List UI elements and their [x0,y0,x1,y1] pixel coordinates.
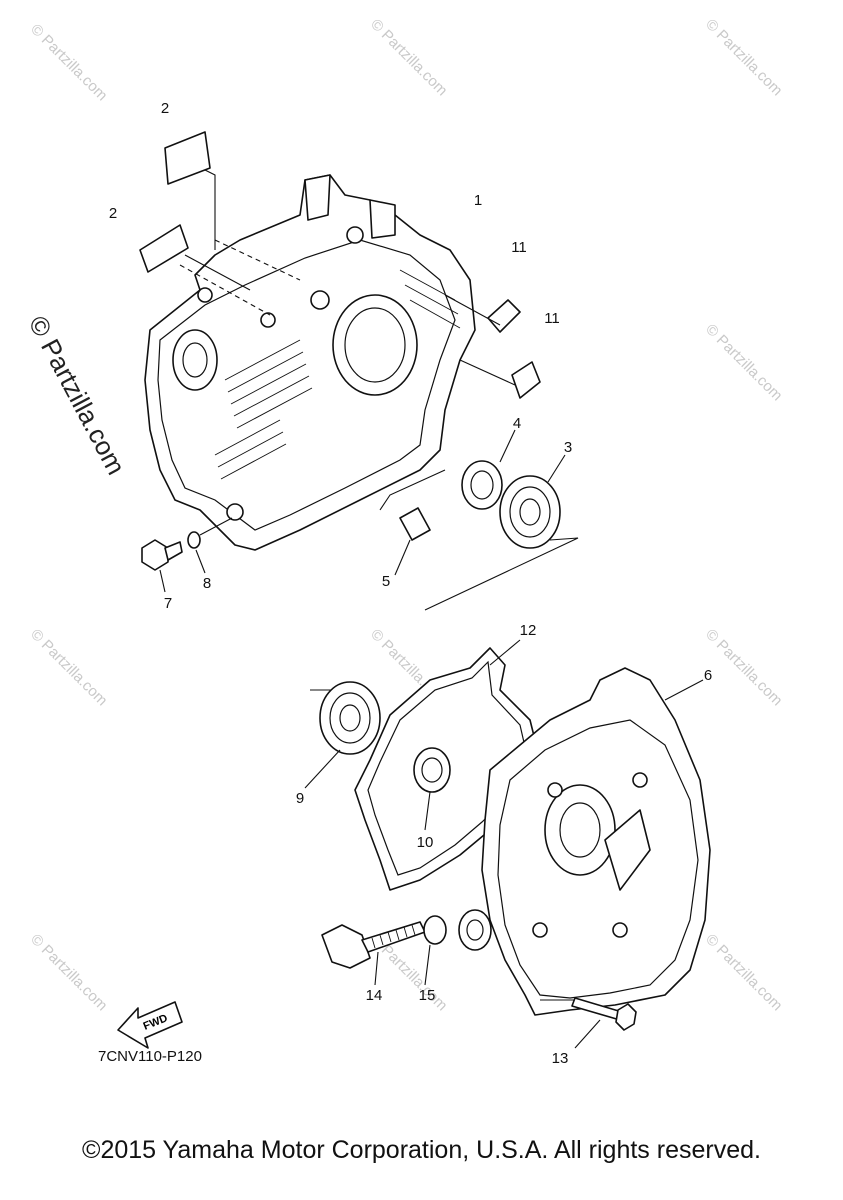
diagram-code: 7CNV110-P120 [98,1048,202,1065]
bearing-9 [304,681,381,789]
callout-12: 12 [520,622,537,639]
watermark: © Partzilla.com [27,931,110,1014]
callout-8: 8 [203,575,211,592]
label-2-lower [139,224,251,291]
callout-11: 11 [544,310,560,327]
callout-4: 4 [513,415,521,432]
washer-8 [187,517,233,574]
callout-2: 2 [161,100,169,117]
callout-5: 5 [382,573,390,590]
dowel-pin-11-upper [444,294,521,333]
callouts: 1 2 2 3 4 5 6 7 8 9 10 11 11 12 13 14 15 [109,100,712,1067]
bolt-13 [571,997,637,1049]
label-2-upper [164,131,216,250]
callout-10: 10 [417,834,434,851]
dipstick-14 [321,921,426,986]
bearing-3 [424,454,579,611]
callout-15: 15 [419,987,436,1004]
watermark: © Partzilla.com [702,321,785,404]
callout-1: 1 [474,192,482,209]
watermark: © Partzilla.com [702,626,785,709]
bolt-7 [141,539,183,593]
oil-seal-10 [413,747,451,831]
callout-11: 11 [511,239,527,256]
callout-2: 2 [109,205,117,222]
crankcase-cover-6 [458,667,711,1016]
crankcase-1 [144,174,476,551]
callout-3: 3 [564,439,572,456]
copyright-notice: ©2015 Yamaha Motor Corporation, U.S.A. A… [82,1136,761,1164]
callout-7: 7 [164,595,172,612]
watermark: © Partzilla.com [702,931,785,1014]
watermark: © Partzilla.com [27,626,110,709]
dowel-5 [379,469,446,576]
side-watermark: © Partzilla.com [23,311,132,480]
watermark: © Partzilla.com [27,21,110,104]
callout-13: 13 [552,1050,569,1067]
watermark: © Partzilla.com [702,16,785,99]
callout-6: 6 [704,667,712,684]
o-ring-15 [423,915,447,986]
callout-9: 9 [296,790,304,807]
fwd-arrow: FWD [117,1001,183,1049]
callout-14: 14 [366,987,383,1004]
dowel-pin-11-lower [459,359,541,399]
watermark: © Partzilla.com [367,16,450,99]
oil-seal-4 [461,429,516,510]
